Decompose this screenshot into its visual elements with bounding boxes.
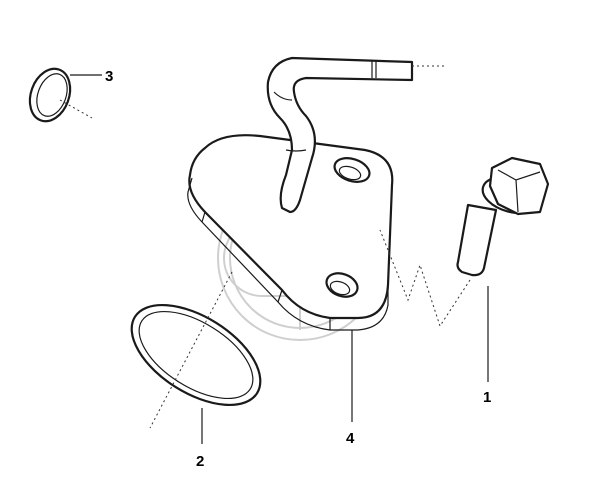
callout-3-label: 3 bbox=[105, 68, 113, 85]
bracket-with-pipe-icon bbox=[187, 56, 445, 422]
hex-flange-bolt-icon bbox=[379, 156, 550, 382]
plug-cap-icon bbox=[28, 67, 102, 123]
callout-2-label: 2 bbox=[196, 453, 204, 470]
callout-4-label: 4 bbox=[346, 430, 355, 447]
callout-1-label: 1 bbox=[483, 389, 491, 406]
o-ring-seal-icon bbox=[130, 271, 262, 444]
